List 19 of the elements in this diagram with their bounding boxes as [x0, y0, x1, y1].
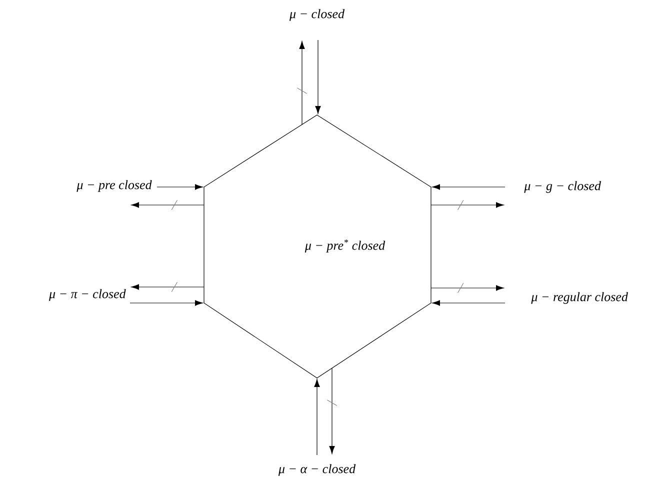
arrow: [156, 184, 203, 190]
arrow: [130, 300, 203, 306]
node-label: μ − g − closed: [524, 181, 602, 193]
node-label: μ − regular closed: [531, 292, 628, 304]
hexagon-label: μ − pre$^{*}$ closed: [304, 239, 386, 253]
node-label: μ − pre closed: [76, 180, 152, 192]
arrow: [432, 300, 506, 306]
negated-arrow: [131, 282, 204, 292]
node-label: μ − π − closed: [49, 289, 126, 301]
negated-arrow: [430, 282, 504, 293]
negated-arrow: [297, 41, 308, 125]
arrow: [315, 40, 321, 114]
arrow: [314, 379, 320, 456]
arrow: [432, 184, 506, 190]
node-label: μ − closed: [289, 9, 345, 21]
negated-arrow: [430, 200, 504, 210]
negated-arrow: [131, 200, 204, 210]
negated-arrow: [327, 368, 338, 454]
node-label: μ − α − closed: [278, 464, 356, 476]
